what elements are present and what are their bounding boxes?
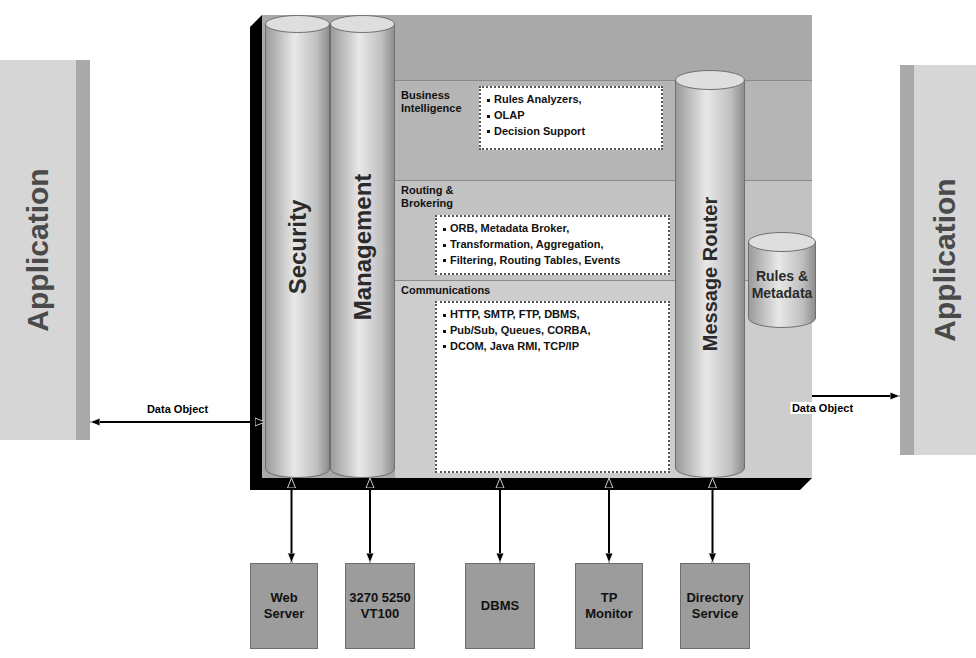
layer-band: Rules Analyzers, OLAP Decision Support Busi… (395, 80, 812, 180)
cylinder-top (331, 16, 395, 33)
layer-heading: Routing & Brokering (401, 184, 481, 210)
bullet-dot (443, 259, 446, 262)
list-row: Rules Analyzers, (487, 92, 655, 108)
feature-list: ORB, Metadata Broker, Transformation, Agg… (435, 215, 670, 275)
bullet-dot (443, 314, 446, 317)
list-row: Transformation, Aggregation, (443, 237, 662, 253)
system-box: 3270 5250 VT100 (345, 563, 415, 649)
list-row: Pub/Sub, Queues, CORBA, (443, 323, 662, 339)
list-row: Filtering, Routing Tables, Events (443, 253, 662, 269)
node-label: Application (928, 178, 961, 341)
connector-arrow (369, 478, 371, 563)
connector-arrow (499, 478, 501, 563)
list-item: HTTP, SMTP, FTP, DBMS, (450, 308, 580, 320)
edge-label-text: Data Object (147, 403, 208, 415)
list-row: OLAP (487, 108, 655, 124)
system-box: Directory Service (680, 563, 750, 649)
connector-arrow (608, 478, 610, 563)
feature-list: HTTP, SMTP, FTP, DBMS, Pub/Sub, Queues, C… (435, 301, 670, 473)
label-holder: Management (349, 173, 377, 320)
list-item: Pub/Sub, Queues, CORBA, (450, 324, 591, 336)
connector-arrow (90, 421, 265, 423)
cylinder-top (266, 16, 330, 33)
layer-heading-text: Routing & Brokering (401, 184, 454, 209)
cylinder-top (676, 71, 745, 90)
list-row: DCOM, Java RMI, TCP/IP (443, 339, 662, 355)
layer-heading: Business Intelligence (401, 89, 475, 115)
platform-face (262, 15, 812, 478)
cylinder-body (266, 24, 330, 478)
bullet-dot (443, 228, 446, 231)
node-label: Application (21, 168, 54, 331)
list-item: Filtering, Routing Tables, Events (450, 254, 620, 266)
bullet-dot (443, 330, 446, 333)
system-box: DBMS (465, 563, 535, 649)
bullet-dot (443, 244, 446, 247)
list-row: HTTP, SMTP, FTP, DBMS, (443, 307, 662, 323)
list-item: DCOM, Java RMI, TCP/IP (450, 340, 579, 352)
application-box: Application (900, 65, 976, 455)
list-row: Decision Support (487, 124, 655, 140)
node-label: Security (284, 199, 311, 294)
node-label: Message Router (699, 197, 721, 352)
cylinder-body (749, 242, 816, 327)
cylinder-body (676, 80, 745, 478)
list-item: OLAP (494, 109, 525, 121)
node-label: Web Server (254, 590, 314, 621)
bullet-dot (487, 115, 490, 118)
cylinder-top (749, 233, 816, 252)
bullet-dot (443, 345, 446, 348)
node-label: Rules & Metadata (752, 268, 813, 302)
label-holder: Application (21, 168, 55, 331)
bullet-dot (487, 99, 490, 102)
router-cylinder: Message Router (675, 70, 745, 478)
management-cylinder: Management (330, 15, 395, 478)
node-label: Directory Service (684, 590, 746, 621)
label-holder: Message Router (699, 197, 722, 352)
label-holder: Rules & Metadata (748, 232, 816, 328)
list-item: Decision Support (494, 125, 585, 137)
feature-list: Rules Analyzers, OLAP Decision Support (479, 86, 663, 150)
metadata-cylinder: Rules & Metadata (748, 232, 816, 328)
list-item: ORB, Metadata Broker, (450, 222, 569, 234)
application-box: Application (0, 60, 90, 440)
system-box: TP Monitor (575, 563, 643, 649)
bullet-dot (487, 130, 490, 133)
list-item: Rules Analyzers, (494, 93, 582, 105)
layer-heading-text: Business Intelligence (401, 89, 462, 114)
label-holder: Application (928, 178, 962, 341)
edge-label: Data Object (145, 403, 210, 415)
list-item: Transformation, Aggregation, (450, 238, 604, 250)
platform-shadow (250, 15, 812, 490)
list-row: ORB, Metadata Broker, (443, 221, 662, 237)
layer-heading: Communications (401, 284, 531, 297)
node-label: DBMS (481, 598, 519, 614)
layer-heading-text: Communications (401, 284, 490, 296)
security-cylinder: Security (265, 15, 330, 478)
connector-arrow (712, 478, 714, 563)
system-box: Web Server (250, 563, 318, 649)
cylinder-body (331, 24, 395, 478)
node-label: Management (349, 173, 376, 320)
connector-arrow (291, 478, 293, 563)
node-label: 3270 5250 VT100 (349, 590, 411, 621)
node-label: TP Monitor (579, 590, 639, 621)
label-holder: Security (284, 199, 312, 294)
